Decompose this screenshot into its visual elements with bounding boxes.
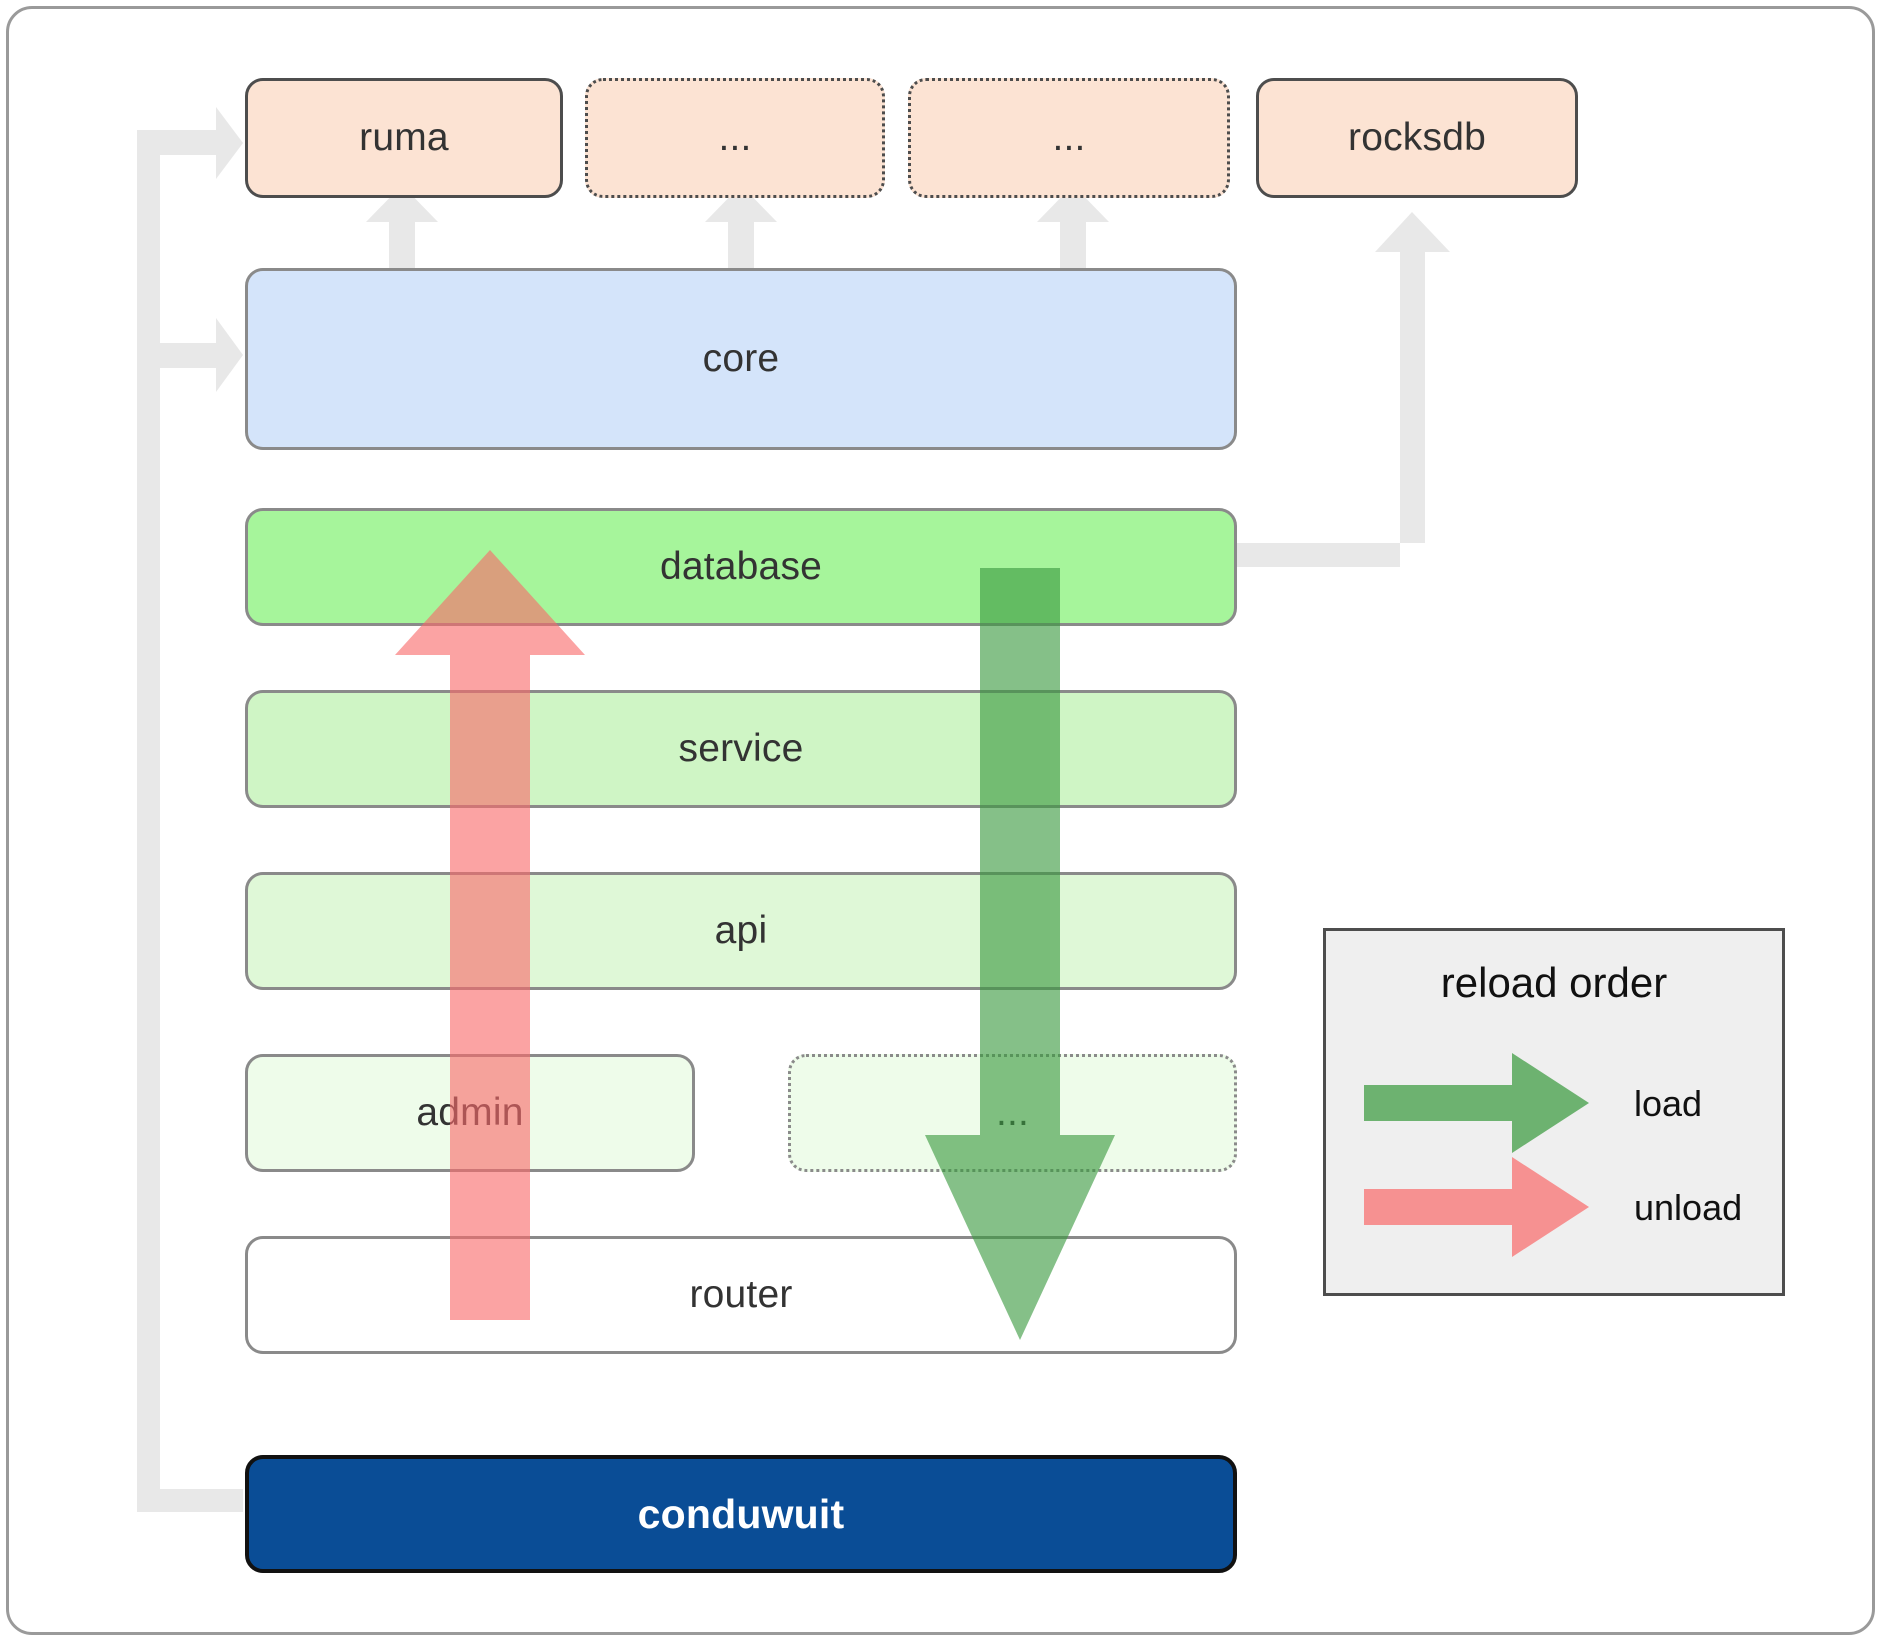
layer-label-service: service [678,727,804,770]
legend-unload-arrow-icon [1364,1157,1589,1257]
legend-title: reload order [1440,959,1668,1006]
layer-box-service[interactable]: service [245,690,1237,808]
layer-label-etc: ... [995,1091,1030,1134]
dependency-box-ruma[interactable]: ruma [245,78,563,198]
layer-box-database[interactable]: database [245,508,1237,626]
dependency-label-rocksdb: rocksdb [1348,116,1486,159]
legend-panel: reload order load unload [1323,928,1785,1296]
layer-label-router: router [689,1273,793,1316]
layer-box-api[interactable]: api [245,872,1237,990]
layer-label-database: database [659,545,823,588]
layer-label-admin: admin [416,1091,524,1134]
dependency-box-dots-1[interactable]: ... [585,78,885,198]
layer-label-core: core [702,337,780,380]
application-box-conduwuit[interactable]: conduwuit [245,1455,1237,1573]
layer-label-api: api [714,909,768,952]
dependency-label-ruma: ruma [359,116,449,159]
layer-box-router[interactable]: router [245,1236,1237,1354]
layer-box-core[interactable]: core [245,268,1237,450]
application-label-conduwuit: conduwuit [637,1490,845,1537]
layer-box-etc[interactable]: ... [788,1054,1237,1172]
dependency-label-dots-1: ... [718,116,752,159]
legend-label-unload: unload [1634,1187,1743,1228]
legend-load-arrow-icon [1364,1053,1589,1153]
dependency-box-rocksdb[interactable]: rocksdb [1256,78,1578,198]
dependency-label-dots-2: ... [1052,116,1086,159]
legend-label-load: load [1634,1083,1703,1124]
layer-box-admin[interactable]: admin [245,1054,695,1172]
dependency-box-dots-2[interactable]: ... [908,78,1230,198]
